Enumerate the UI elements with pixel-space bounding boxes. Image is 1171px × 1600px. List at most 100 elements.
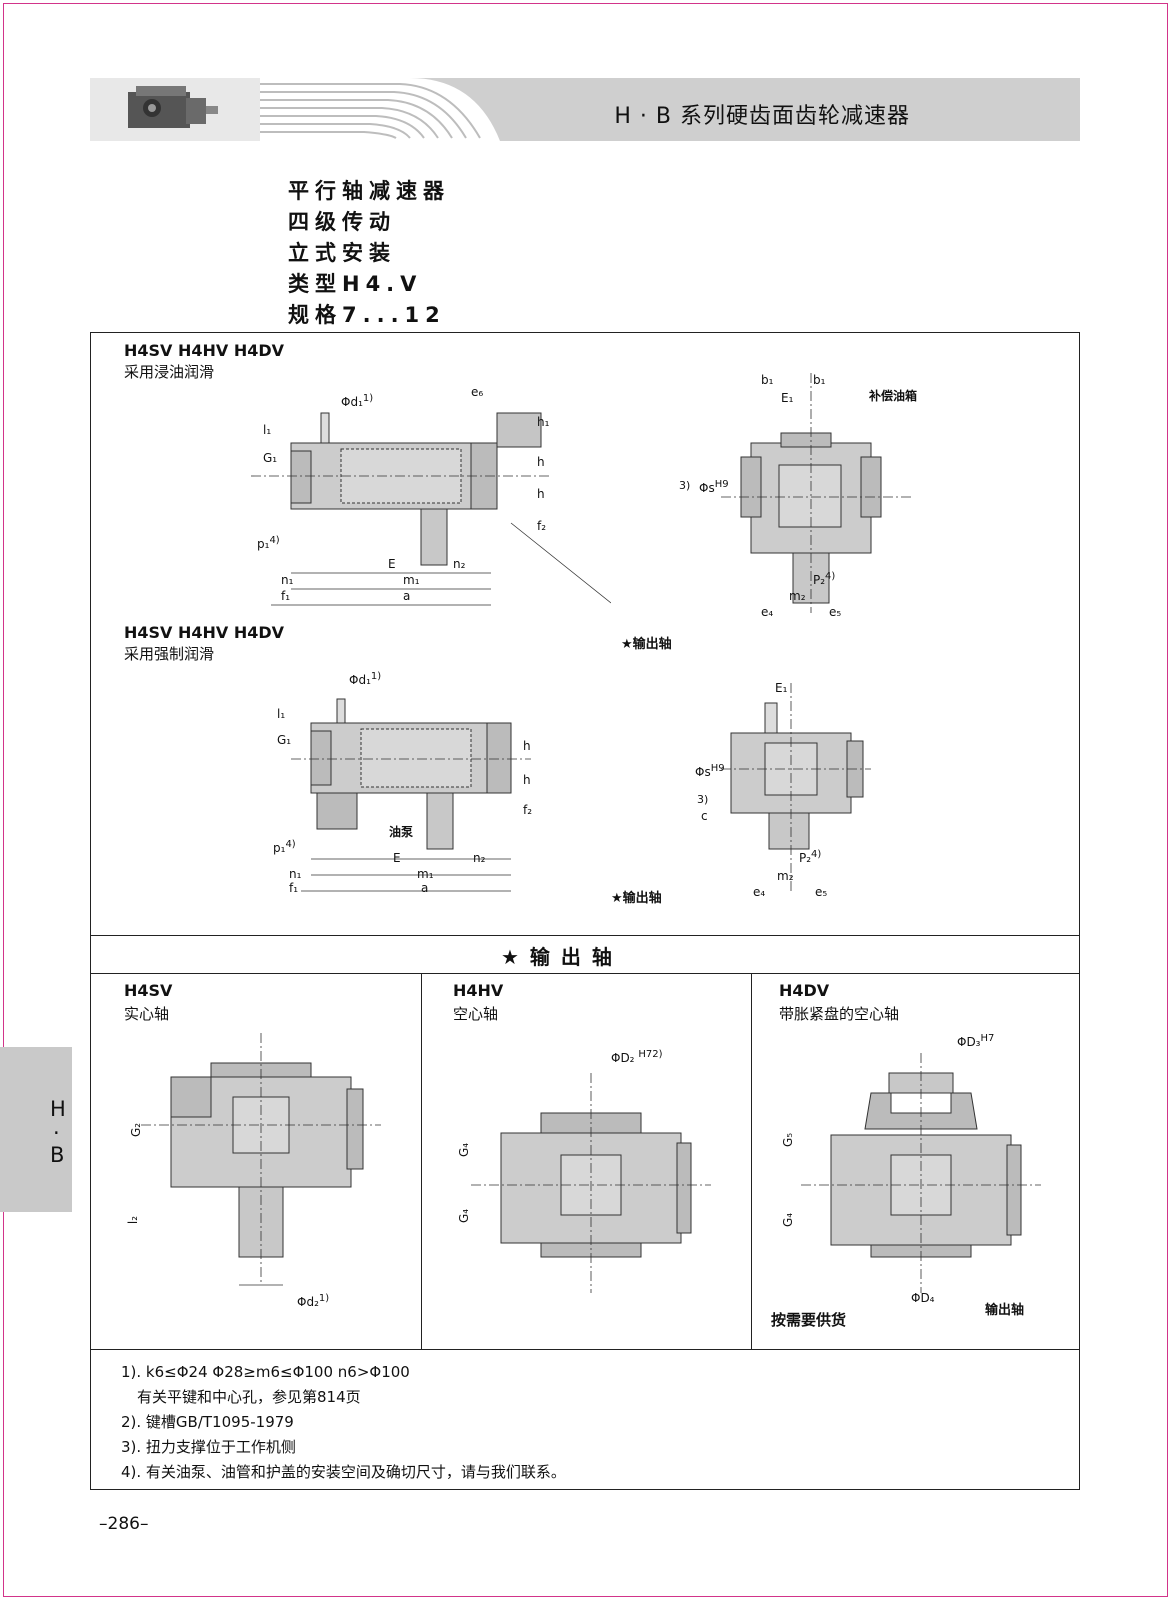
divider-notes bbox=[91, 1349, 1079, 1350]
dim-h-forced-2: h bbox=[523, 773, 531, 787]
shrink-desc: 带胀紧盘的空心轴 bbox=[779, 1005, 900, 1023]
dim-G5: G₅ bbox=[781, 1132, 796, 1148]
divider-top bbox=[91, 935, 1079, 936]
dim-l1: l₁ bbox=[263, 423, 272, 437]
dim-p1: p₁4) bbox=[257, 535, 280, 551]
note-4: 4). 有关油泵、油管和护盖的安装空间及确切尺寸，请与我们联系。 bbox=[121, 1463, 566, 1481]
dim-m2: m₂ bbox=[789, 589, 806, 603]
dim-E: E bbox=[388, 557, 396, 571]
side-tab-letter-h: H bbox=[50, 1097, 66, 1121]
shrink-disc-drawing bbox=[801, 1053, 1041, 1293]
dim-p1-forced: p₁4) bbox=[273, 839, 296, 855]
dim-a: a bbox=[403, 589, 411, 603]
dim-h-lower: h bbox=[537, 487, 545, 501]
section-dip-models: H4SV H4HV H4DV bbox=[124, 341, 285, 360]
hollow-model: H4HV bbox=[453, 981, 504, 1000]
section-forced-models: H4SV H4HV H4DV bbox=[124, 623, 285, 642]
dim-note3-forced: 3) bbox=[697, 793, 709, 806]
dim-P2-forced: P₂4) bbox=[799, 849, 822, 865]
page-border bbox=[3, 3, 1168, 1597]
dim-l1-forced: l₁ bbox=[277, 707, 286, 721]
solid-desc: 实心轴 bbox=[124, 1005, 170, 1023]
dim-n2-forced: n₂ bbox=[473, 851, 486, 865]
dim-m1-forced: m₁ bbox=[417, 867, 434, 881]
footnotes: 1). k6≤Φ24 Φ28≥m6≤Φ100 n6>Φ100 有关平键和中心孔，… bbox=[121, 1360, 566, 1485]
dim-D2: ΦD₂ H72) bbox=[611, 1049, 663, 1065]
dim-d1: Φd₁1) bbox=[341, 393, 374, 409]
dim-s-forced: ΦsH9 bbox=[695, 763, 725, 779]
product-headings: 平行轴减速器 四级传动 立式安装 类型H4.V 规格7...12 bbox=[288, 176, 450, 331]
banner-stripes bbox=[260, 78, 500, 141]
dim-E-forced: E bbox=[393, 851, 401, 865]
dim-G2: G₂ bbox=[129, 1122, 144, 1138]
shrink-supply-note: 按需要供货 bbox=[771, 1311, 847, 1329]
dim-D4: ΦD₄ bbox=[911, 1291, 935, 1305]
dim-h-forced-1: h bbox=[523, 739, 531, 753]
heading-line-3: 立式安装 bbox=[288, 241, 396, 265]
dim-h-upper: h bbox=[537, 455, 545, 469]
solid-model: H4SV bbox=[124, 981, 173, 1000]
dim-f2: f₂ bbox=[537, 519, 547, 533]
drawing-frame: H4SV H4HV H4DV 采用浸油润滑 Φd₁1) l₁ G₁ e₆ h₁ … bbox=[90, 332, 1080, 1490]
dim-n2: n₂ bbox=[453, 557, 466, 571]
dip-end-view-drawing bbox=[721, 373, 911, 613]
dim-b1-left: b₁ bbox=[761, 373, 774, 387]
section-forced-lubrication: 采用强制润滑 bbox=[124, 645, 215, 663]
heading-line-5: 规格7...12 bbox=[288, 303, 446, 327]
note-2: 2). 键槽GB/T1095-1979 bbox=[121, 1413, 294, 1431]
header-banner: H · B 系列硬齿面齿轮减速器 bbox=[90, 78, 1080, 141]
dim-f1: f₁ bbox=[281, 589, 291, 603]
dim-D3: ΦD₃H7 bbox=[957, 1033, 995, 1049]
dim-n1: n₁ bbox=[281, 573, 294, 587]
note-3: 3). 扭力支撑位于工作机侧 bbox=[121, 1438, 296, 1456]
dim-e6: e₆ bbox=[471, 385, 484, 399]
dim-P2: P₂4) bbox=[813, 571, 836, 587]
dim-f2-forced: f₂ bbox=[523, 803, 533, 817]
dim-b1-right: b₁ bbox=[813, 373, 826, 387]
dim-note3: 3) bbox=[679, 479, 691, 492]
label-output-shaft-dip: ★输出轴 bbox=[621, 637, 672, 652]
solid-shaft-drawing bbox=[141, 1033, 381, 1286]
hollow-desc: 空心轴 bbox=[453, 1005, 499, 1023]
label-oil-pump: 油泵 bbox=[389, 825, 414, 839]
dim-s: ΦsH9 bbox=[699, 479, 729, 495]
gearbox-photo bbox=[90, 78, 275, 141]
dim-f1-forced: f₁ bbox=[289, 881, 299, 895]
dim-E1: E₁ bbox=[781, 391, 794, 405]
page-title: H · B 系列硬齿面齿轮减速器 bbox=[614, 104, 910, 129]
heading-line-2: 四级传动 bbox=[288, 210, 396, 234]
dim-n1-forced: n₁ bbox=[289, 867, 302, 881]
dim-e4: e₄ bbox=[761, 605, 774, 619]
label-output-shaft-forced: ★输出轴 bbox=[611, 891, 662, 906]
shrink-output-label: 输出轴 bbox=[985, 1303, 1025, 1318]
dip-side-view-drawing bbox=[251, 412, 611, 606]
dim-d1-forced: Φd₁1) bbox=[349, 671, 382, 687]
dim-c: c bbox=[701, 809, 708, 823]
note-1a: 1). k6≤Φ24 Φ28≥m6≤Φ100 n6>Φ100 bbox=[121, 1363, 410, 1381]
dim-d2: Φd₂1) bbox=[297, 1293, 330, 1309]
side-tab-dot: · bbox=[53, 1121, 60, 1145]
shrink-model: H4DV bbox=[779, 981, 830, 1000]
dim-E1-forced: E₁ bbox=[775, 681, 788, 695]
dim-G1: G₁ bbox=[263, 451, 278, 465]
dim-e4-forced: e₄ bbox=[753, 885, 766, 899]
dim-m1: m₁ bbox=[403, 573, 420, 587]
dim-e5: e₅ bbox=[829, 605, 842, 619]
dim-G4-upper: G₄ bbox=[457, 1142, 472, 1158]
hollow-shaft-drawing bbox=[471, 1073, 711, 1293]
divider-col-2 bbox=[751, 973, 752, 1349]
forced-end-view-drawing bbox=[721, 683, 871, 893]
dim-a-forced: a bbox=[421, 881, 429, 895]
divider-col-1 bbox=[421, 973, 422, 1349]
dim-h1: h₁ bbox=[537, 415, 550, 429]
label-compensation-tank: 补偿油箱 bbox=[869, 389, 918, 403]
side-tab: H · B bbox=[0, 1047, 72, 1212]
heading-line-1: 平行轴减速器 bbox=[288, 179, 450, 203]
dim-G4-shrink: G₄ bbox=[781, 1212, 796, 1228]
divider-output-header bbox=[91, 973, 1079, 974]
note-1b: 有关平键和中心孔，参见第814页 bbox=[137, 1388, 361, 1406]
dim-m2-forced: m₂ bbox=[777, 869, 794, 883]
dim-G4-lower: G₄ bbox=[457, 1208, 472, 1224]
forced-side-view-drawing bbox=[291, 698, 531, 892]
section-dip-lubrication: 采用浸油润滑 bbox=[124, 363, 215, 381]
